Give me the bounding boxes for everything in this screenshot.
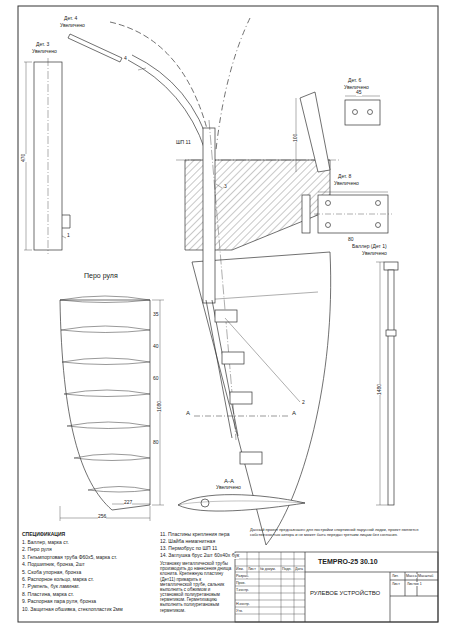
title-block-cell: Лист [248,567,256,571]
title-block-cell: Листов 1 [407,582,422,586]
title-block-cell: Масса [406,574,417,578]
callout-number: 3 [224,184,227,190]
spec-line: 4. Подшипник, бронза, 2шт [22,562,85,568]
spec-line: 14. Заглушка брус 2шт 60х40х бук [160,553,239,559]
title-block-cell: Дата [295,567,303,571]
part-label: ШП 11 [176,140,191,146]
title-block-cell: Подп. [282,567,292,571]
callout-number: 4 [124,56,127,62]
callout-number: 2 [302,400,305,406]
dimension: 45 [356,90,362,96]
dimension: 1480 [377,384,383,395]
dimension: 60 [153,376,159,382]
detail-note: Увеличено [216,485,241,491]
dimension: 80 [348,237,354,243]
title-block-cell: Т.контр. [236,588,249,592]
drawing-name: РУЛЕВОЕ УСТРОЙСТВО [310,590,380,597]
spec-title: СПЕЦИФИКАЦИЯ [22,532,65,538]
dimension: 35 [153,312,159,318]
spec-line: 6. Распорное кольцо, марка ст. [22,577,94,583]
detail-note: Увеличено [362,251,387,257]
callout-number: 1 [67,233,70,239]
drawing-code: TEMPRO-25 30.10 [318,558,378,566]
title-block-cell: Лит. [392,574,399,578]
detail-note: Увеличено [334,181,359,187]
dimension: 100 [293,134,299,142]
title-block-cell: Утв. [236,609,243,613]
title-block-cell: Лист [392,582,400,586]
spec-line: 1. Баллер, марка ст. [22,540,69,546]
dimension: 40 [153,344,159,350]
section-mark: A [186,410,190,417]
view-title: А-А [224,478,234,485]
dimension: 227 [124,500,132,506]
detail-title: Баллер (Дет 1) [352,244,387,250]
detail-title: Дет. 4 [64,16,77,22]
spec-line: 10. Защитная обшивка, стеклопластик 2мм [22,607,123,613]
dimension: 80 [153,440,159,446]
detail-title: Дет. 3 [36,42,49,48]
detail-title: Дет. 6 [348,78,361,84]
dimension: 256 [98,514,106,520]
section-mark: A [292,410,296,417]
detail-title: Дет. 8 [338,174,351,180]
title-block-cell: № докум. [260,567,276,571]
title-block-cell: Разраб. [236,574,249,578]
spec-line: 9. Распорная пара руля, бронза [22,599,96,605]
spec-line: 7. Румпель, бук ламинат. [22,584,80,590]
spec-line: 5. Скоба упорная, бронза [22,570,81,576]
note-text: Данный проект предназначен для постройки… [250,528,435,537]
title-block-cell: Н.контр. [236,602,250,606]
dimension: 1080 [157,401,163,412]
spec-line: 13. Пермобрус по ШП 11 [160,546,217,552]
title-block-cell: Масштаб [418,574,433,578]
spec-line: 11. Пластины крепления пера [160,532,229,538]
spec-line: 3. Гельмпортовая труба Ф60х5, марка ст. [22,555,117,561]
title-block-cell: Пров. [236,581,246,585]
spec-line: 2. Перо руля [22,547,52,553]
note-text: Установку металлической трубы производит… [160,561,232,613]
spec-line: 8. Пластина, марка ст. [22,592,74,598]
detail-note: Увеличено [60,23,85,29]
title-block-cell: Изм. [236,567,244,571]
detail-note: Увеличено [32,49,57,55]
spec-line: 12. Шайба немагнитная [160,539,215,545]
dimension: 470 [21,154,27,162]
view-title: Перо руля [84,272,118,280]
